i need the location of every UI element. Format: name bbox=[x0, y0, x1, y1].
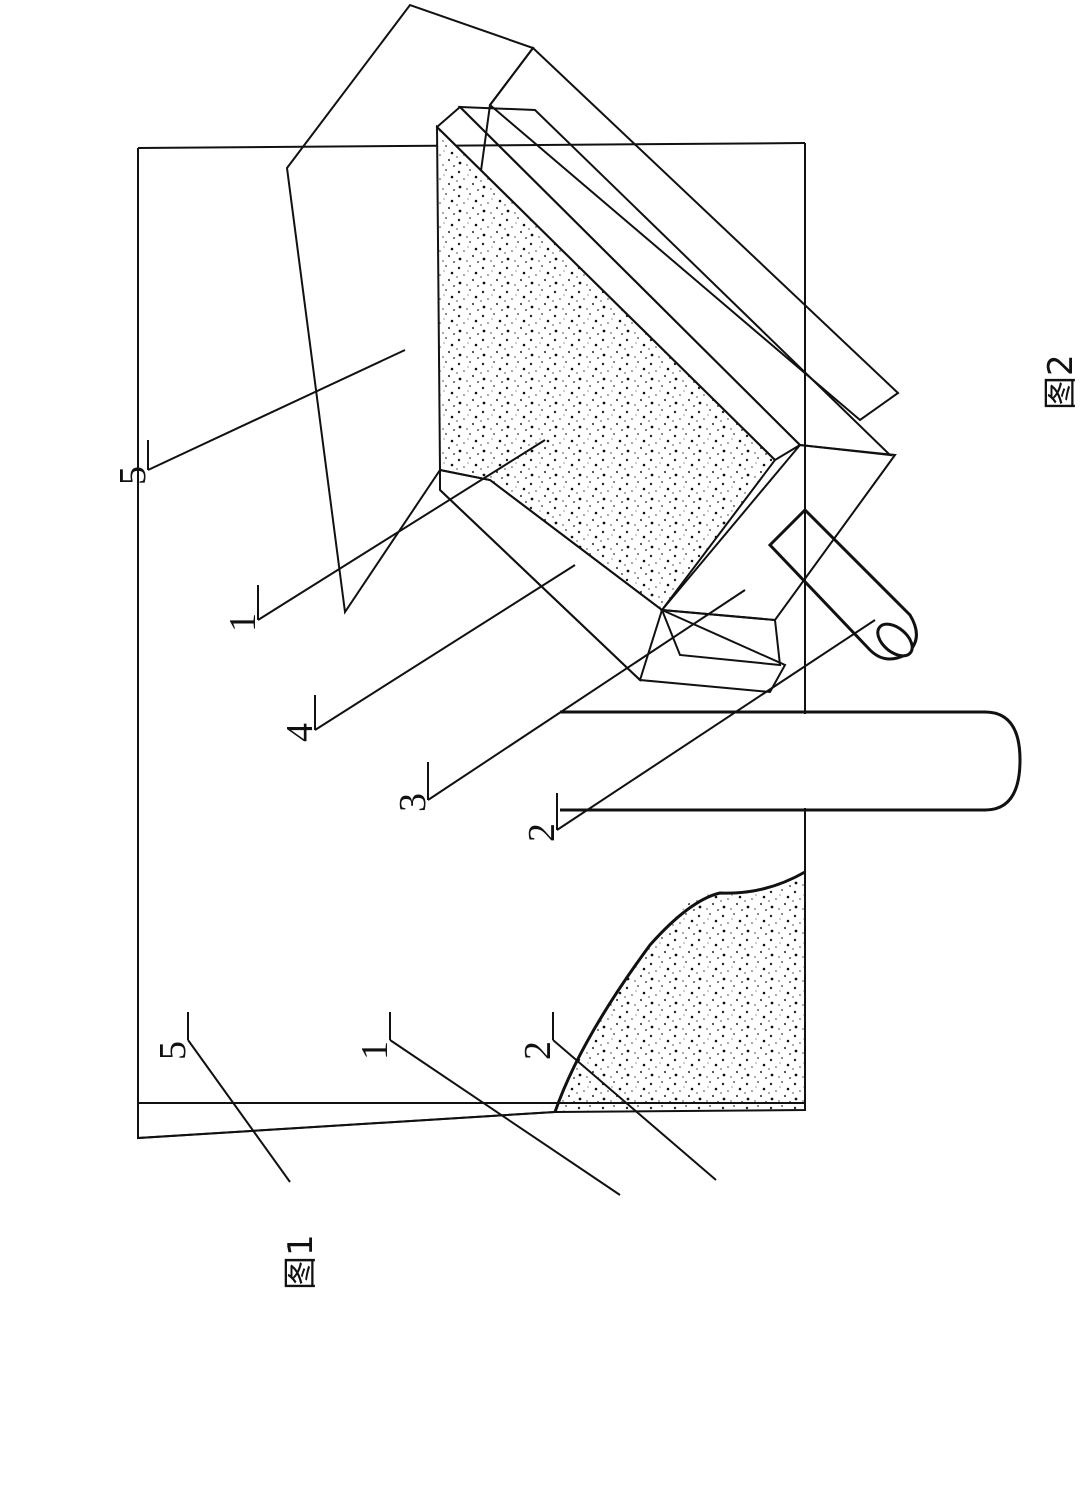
fig2-strip-side bbox=[439, 468, 664, 682]
figure-2: 5 1 4 3 2 图2 bbox=[112, 3, 1080, 842]
fig1-label-5: 5 bbox=[152, 1041, 194, 1060]
fig1-foam-corner bbox=[700, 872, 805, 1103]
fig2-leader-5 bbox=[147, 349, 406, 471]
fig2-leader-2 bbox=[556, 619, 876, 831]
fig2-body-back bbox=[488, 46, 900, 422]
fig1-body-edge bbox=[137, 1111, 556, 1139]
fig1-body-upper-edge bbox=[137, 142, 806, 149]
fig2-caption: 图2 bbox=[1041, 354, 1080, 410]
fig2-handle-end bbox=[876, 622, 914, 658]
fig1-leader-1 bbox=[389, 1039, 621, 1196]
fig2-label-5: 5 bbox=[112, 466, 154, 485]
fig2-block-side bbox=[660, 608, 782, 667]
fig1-label-1: 1 bbox=[354, 1041, 396, 1060]
fig1-foam-boundary bbox=[553, 870, 806, 1113]
fig1-handle-fill bbox=[560, 714, 980, 808]
fig2-label-4: 4 bbox=[279, 723, 321, 742]
fig2-strip-side-face bbox=[439, 489, 787, 694]
fig2-leader-1 bbox=[257, 439, 546, 621]
fig2-label-2: 2 bbox=[521, 823, 563, 842]
fig2-leader-3 bbox=[427, 589, 746, 801]
fig2-leader-4 bbox=[314, 564, 576, 731]
fig2-label-1: 1 bbox=[222, 613, 264, 632]
fig1-label-2: 2 bbox=[517, 1041, 559, 1060]
fig1-leader-2 bbox=[552, 1039, 717, 1181]
fig1-leader-5 bbox=[187, 1039, 291, 1183]
fig1-handle bbox=[560, 710, 1022, 812]
figure-1: 5 1 2 图1 bbox=[137, 142, 1022, 1290]
fig1-foam-region bbox=[555, 893, 805, 1112]
fig2-label-3: 3 bbox=[392, 793, 434, 812]
fig1-caption: 图1 bbox=[281, 1234, 321, 1290]
